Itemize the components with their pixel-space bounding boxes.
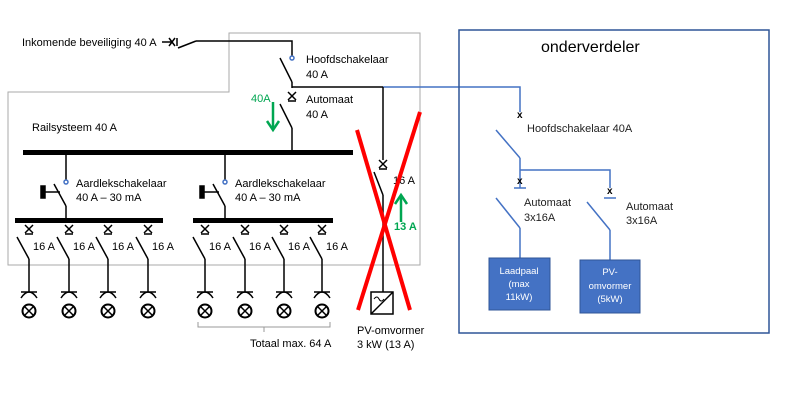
circuit-2-2	[232, 224, 254, 319]
rcd-2-label: Aardlekschakelaar	[235, 178, 326, 190]
rcd-1-rating: 40 A – 30 mA	[76, 192, 142, 204]
arrow-up-icon	[393, 192, 409, 222]
subboard-enclosure	[458, 29, 770, 334]
subboard-breaker-1-rating: 3x16A	[524, 212, 556, 224]
circuit-1-3	[95, 224, 117, 319]
flow-up-label: 13 A	[394, 221, 417, 233]
main-switch-label: Hoofdschakelaar	[306, 54, 389, 66]
subboard-breaker-2-label: Automaat	[626, 201, 673, 213]
flow-down-label: 40A	[251, 93, 271, 105]
cross-out-icon	[355, 111, 422, 311]
subboard-breaker-1-label: Automaat	[524, 197, 571, 209]
rcd-1-busbar	[15, 218, 163, 223]
circuit-rating: 16 A	[33, 241, 56, 253]
rcd-2-rating: 40 A – 30 mA	[235, 192, 301, 204]
circuit-2-3	[271, 224, 293, 319]
subboard-breaker-1-x-icon: x	[517, 176, 523, 187]
pv-breaker-icon	[373, 87, 388, 292]
circuit-rating: 16 A	[249, 241, 272, 253]
main-breaker-rating: 40 A	[306, 109, 329, 121]
subboard-title: onderverdeler	[541, 39, 640, 56]
rcd-1-label: Aardlekschakelaar	[76, 178, 167, 190]
subboard-breaker-2-rating: 3x16A	[626, 215, 658, 227]
load-charger-line2: (max	[508, 279, 529, 290]
rcd-2-busbar	[193, 218, 333, 223]
incoming-protection-label: Inkomende beveiliging 40 A	[22, 37, 157, 49]
main-breaker-icon	[279, 91, 297, 150]
rcd-1-icon	[40, 155, 69, 218]
circuit-2-1	[192, 224, 214, 319]
pv-inverter-icon	[370, 291, 394, 315]
busbar	[23, 150, 353, 155]
load-pv-line2: omvormer	[589, 281, 632, 292]
rail-label: Railsysteem 40 A	[32, 122, 118, 134]
subboard-breaker-2-x-icon: x	[607, 186, 613, 197]
main-switch-rating: 40 A	[306, 69, 329, 81]
arrow-down-icon	[265, 102, 281, 133]
subboard-main-x-icon: x	[517, 110, 523, 121]
load-pv-line3: (5kW)	[597, 294, 622, 305]
circuit-rating: 16 A	[209, 241, 232, 253]
circuit-1-4	[135, 224, 157, 319]
feed-to-subboard	[383, 86, 521, 112]
pv-inverter-label: PV-omvormer	[357, 325, 425, 337]
main-switch-icon	[279, 55, 295, 88]
circuit-rating: 16 A	[288, 241, 311, 253]
pv-inverter-rating: 3 kW (13 A)	[357, 339, 414, 351]
load-charger-box	[488, 257, 551, 311]
circuit-rating: 16 A	[73, 241, 96, 253]
main-breaker-label: Automaat	[306, 94, 353, 106]
circuit-rating: 16 A	[152, 241, 175, 253]
circuit-rating: 16 A	[326, 241, 349, 253]
load-charger-line3: 11kW)	[506, 292, 533, 303]
subboard-main-switch-label: Hoofdschakelaar 40A	[527, 123, 633, 135]
total-max-label: Totaal max. 64 A	[250, 338, 332, 350]
load-pv-line1: PV-	[602, 267, 617, 278]
load-charger-line1: Laadpaal	[499, 266, 538, 277]
load-pv-box	[579, 259, 641, 314]
main-board-enclosure	[7, 32, 421, 266]
circuit-1-1	[16, 224, 38, 319]
circuit-2-4	[309, 224, 331, 319]
circuit-rating: 16 A	[112, 241, 135, 253]
incoming-fuse-icon	[162, 37, 197, 49]
circuit-1-2	[56, 224, 78, 319]
rcd-2-icon	[199, 155, 228, 218]
